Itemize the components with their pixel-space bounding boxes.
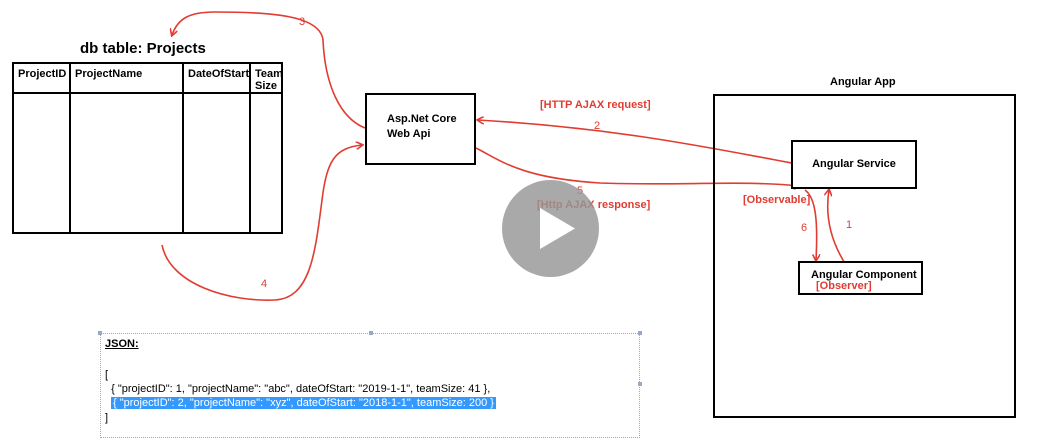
column-header-dateofstart: DateOfStart (183, 63, 251, 94)
json-row-2-selected[interactable]: { "projectID": 2, "projectName": "xyz", … (111, 397, 496, 409)
arrow-4 (161, 145, 362, 301)
play-button[interactable] (502, 180, 599, 277)
table-cell (250, 93, 282, 233)
json-open-bracket: [ (105, 369, 109, 381)
arrow-2 (478, 120, 793, 164)
play-icon (540, 208, 575, 249)
arrow-number-1: 1 (846, 219, 853, 231)
resize-handle[interactable] (638, 382, 642, 386)
arrow-1 (828, 190, 847, 266)
web-api-line1: Asp.Net Core (387, 113, 457, 125)
observable-label: [Observable] (743, 194, 811, 206)
column-header-projectname: ProjectName (70, 63, 184, 94)
json-close-bracket: ] (105, 412, 109, 424)
projects-table: ProjectID ProjectName DateOfStart Team S… (12, 62, 283, 234)
json-text-box[interactable]: JSON: [ { "projectID": 1, "projectName":… (98, 331, 642, 438)
observer-label: [Observer] (816, 280, 872, 292)
resize-handle[interactable] (98, 331, 102, 335)
angular-component-box: Angular Component (798, 261, 923, 295)
arrow-number-6: 6 (801, 222, 808, 234)
resize-handle[interactable] (369, 331, 373, 335)
table-cell (183, 93, 251, 233)
json-row-2-wrapper: { "projectID": 2, "projectName": "xyz", … (111, 397, 496, 409)
angular-component-label: Angular Component (811, 269, 917, 281)
angular-service-label: Angular Service (812, 158, 896, 170)
web-api-line2: Web Api (387, 128, 431, 140)
arrow-number-2: 2 (594, 120, 601, 132)
arrow-3 (172, 11, 366, 129)
table-cell (70, 93, 184, 233)
arrow-number-3: 3 (299, 16, 306, 28)
table-cell (13, 93, 71, 233)
column-header-projectid: ProjectID (13, 63, 71, 94)
json-row-1: { "projectID": 1, "projectName": "abc", … (105, 383, 491, 395)
json-title: JSON: (105, 338, 139, 350)
column-header-teamsize: Team Size (250, 63, 283, 94)
arrow-5 (475, 147, 800, 186)
web-api-box: Asp.Net Core Web Api (365, 93, 476, 165)
arrow-6 (804, 189, 817, 260)
resize-handle[interactable] (638, 331, 642, 335)
angular-service-box: Angular Service (791, 140, 917, 189)
arrow-number-4: 4 (261, 278, 268, 290)
angular-app-box (713, 94, 1016, 418)
angular-app-title: Angular App (830, 76, 896, 88)
db-table-title: db table: Projects (80, 40, 206, 57)
http-request-label: [HTTP AJAX request] (540, 99, 651, 111)
